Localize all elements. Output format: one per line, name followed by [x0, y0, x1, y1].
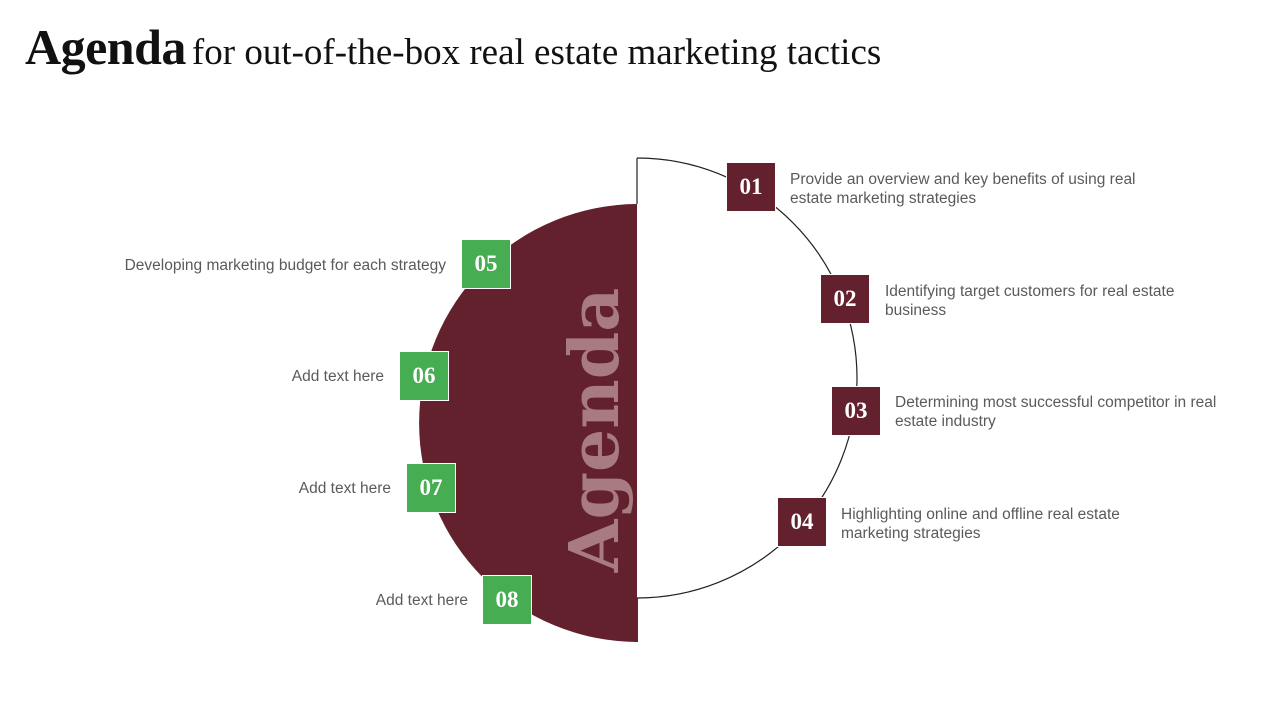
- agenda-number-06: 06: [399, 351, 449, 401]
- title-bold-word: Agenda: [25, 19, 186, 75]
- agenda-number-07: 07: [406, 463, 456, 513]
- agenda-text-03: Determining most successful competitor i…: [895, 394, 1217, 430]
- center-agenda-word: Agenda: [555, 287, 635, 573]
- left-filled-semicircle: [419, 204, 638, 642]
- title-subtext: for out-of-the-box real estate marketing…: [191, 32, 882, 73]
- agenda-number-01: 01: [726, 162, 776, 212]
- agenda-number-02: 02: [820, 274, 870, 324]
- agenda-number-04: 04: [777, 497, 827, 547]
- agenda-text-08: Add text here: [375, 592, 468, 609]
- agenda-number-08: 08: [482, 575, 532, 625]
- agenda-text-05: Developing marketing budget for each str…: [124, 257, 446, 274]
- agenda-number-05: 05: [461, 239, 511, 289]
- agenda-text-07: Add text here: [298, 480, 391, 497]
- agenda-number-03: 03: [831, 386, 881, 436]
- agenda-text-06: Add text here: [291, 368, 384, 385]
- agenda-text-02: Identifying target customers for real es…: [885, 283, 1175, 319]
- agenda-text-04: Highlighting online and offline real est…: [841, 506, 1120, 542]
- agenda-text-01: Provide an overview and key benefits of …: [790, 171, 1136, 207]
